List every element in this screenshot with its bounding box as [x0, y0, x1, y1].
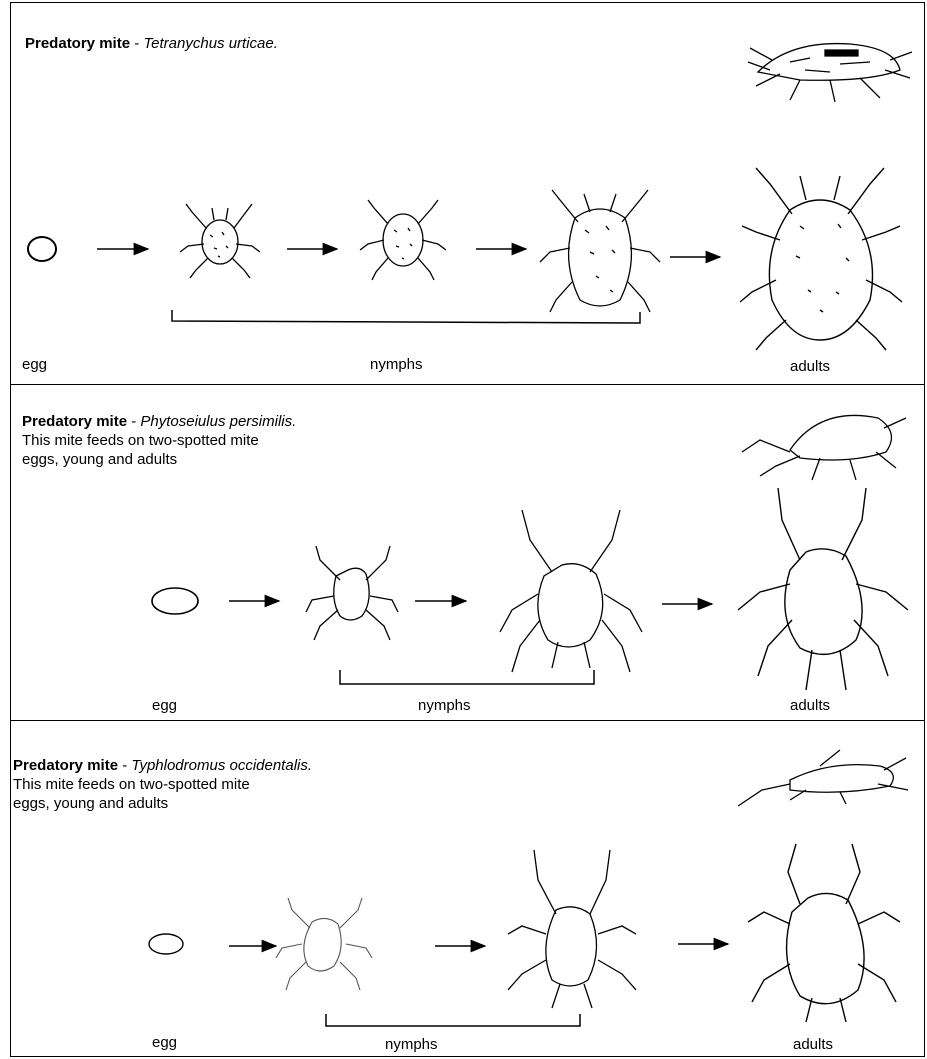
- panel-1-adult-mite-icon: [740, 168, 902, 350]
- panel-1-nymph-2-icon: [360, 200, 446, 280]
- panel-2-arrows: [229, 601, 712, 604]
- panel-1-side-view-mite-icon: [748, 44, 912, 102]
- panel-1-nymph-1-icon: [180, 204, 260, 278]
- panel-2-nymph-1-icon: [306, 546, 398, 640]
- panel-1-egg-icon: [28, 237, 56, 261]
- panel-3-egg-icon: [149, 934, 183, 954]
- panel-1-nymph-3-icon: [540, 190, 660, 312]
- panel-2-side-view-mite-icon: [742, 415, 906, 480]
- panel-3-nymph-bracket: [326, 1014, 580, 1026]
- panel-3-nymph-1-icon: [276, 898, 372, 990]
- panel-2-adult-mite-icon: [738, 488, 908, 690]
- panel-2-nymph-2-icon: [500, 510, 642, 672]
- panel-3-nymph-2-icon: [508, 850, 636, 1008]
- panel-3-adult-mite-icon: [748, 844, 900, 1022]
- panel-3-side-view-mite-icon: [738, 750, 908, 806]
- panel-2-nymph-bracket: [340, 670, 594, 684]
- panel-1-nymph-bracket: [172, 310, 640, 323]
- panel-2-egg-icon: [152, 588, 198, 614]
